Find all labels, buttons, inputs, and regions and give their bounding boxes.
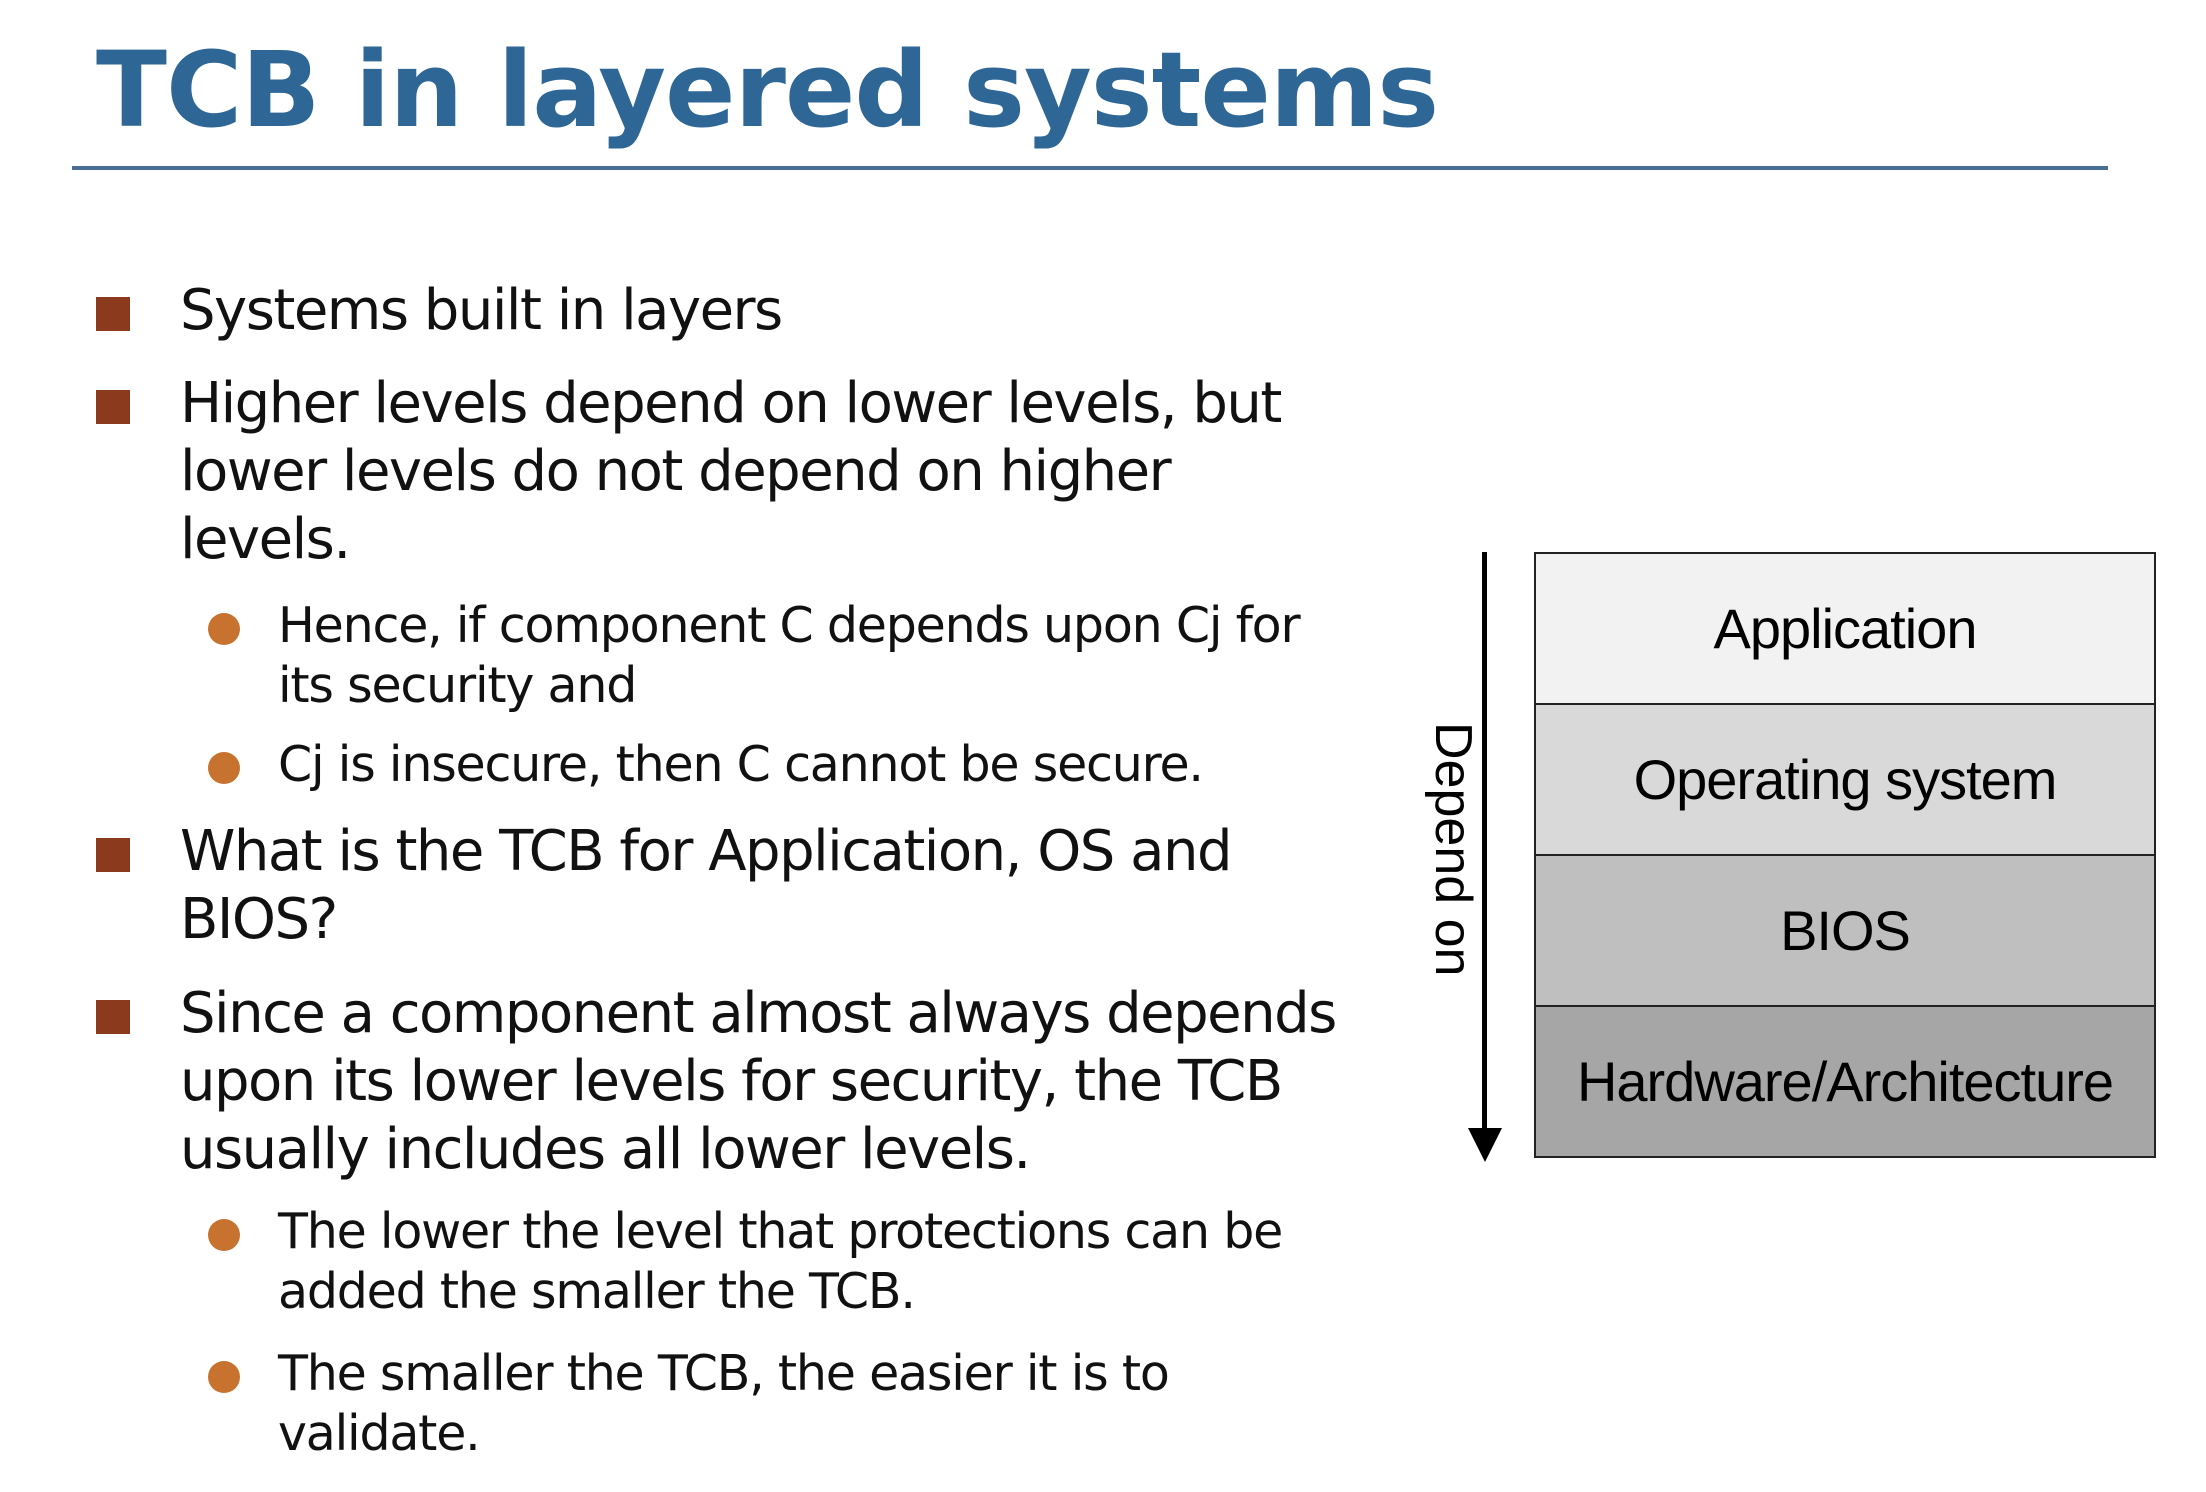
sub-bullet-item: The smaller the TCB, the easier it is to… <box>278 1344 1170 1464</box>
sub-bullet-item: The lower the level that protections can… <box>278 1202 1283 1322</box>
bullet-line: Since a component almost always depends <box>180 981 1337 1046</box>
bullet-line: The lower the level that protections can… <box>278 1203 1283 1260</box>
square-bullet-icon <box>96 1000 130 1034</box>
bullet-line: levels. <box>180 507 351 572</box>
layer-hardware-architecture: Hardware/Architecture <box>1536 1007 2154 1156</box>
circle-bullet-icon <box>208 752 240 784</box>
layer-bios: BIOS <box>1536 856 2154 1007</box>
bullet-line: its security and <box>278 657 637 714</box>
bullet-line: validate. <box>278 1405 481 1462</box>
bullet-line: Higher levels depend on lower levels, bu… <box>180 371 1282 436</box>
sub-bullet-item: Hence, if component C depends upon Cj fo… <box>278 596 1301 716</box>
slide-title: TCB in layered systems <box>96 29 1439 151</box>
title-divider <box>72 166 2108 170</box>
circle-bullet-icon <box>208 613 240 645</box>
square-bullet-icon <box>96 297 130 331</box>
bullet-item: Higher levels depend on lower levels, bu… <box>180 370 1282 574</box>
depend-on-label: Depend on <box>1424 722 1482 977</box>
bullet-item: What is the TCB for Application, OS and … <box>180 818 1233 954</box>
bullet-line: lower levels do not depend on higher <box>180 439 1172 504</box>
bullet-list: Systems built in layers Higher levels de… <box>96 277 1337 1464</box>
circle-bullet-icon <box>208 1361 240 1393</box>
bullet-line: Hence, if component C depends upon Cj fo… <box>278 597 1301 654</box>
arrow-down-icon <box>1468 1128 1502 1162</box>
layer-stack: Application Operating system BIOS Hardwa… <box>1534 552 2156 1158</box>
square-bullet-icon <box>96 838 130 872</box>
square-bullet-icon <box>96 390 130 424</box>
bullet-item: Systems built in layers <box>180 277 783 345</box>
layer-application: Application <box>1536 554 2154 705</box>
bullet-line: Systems built in layers <box>180 278 783 343</box>
bullet-item: Since a component almost always depends … <box>180 980 1337 1184</box>
circle-bullet-icon <box>208 1219 240 1251</box>
bullet-line: usually includes all lower levels. <box>180 1117 1031 1182</box>
bullet-line: added the smaller the TCB. <box>278 1263 916 1320</box>
sub-bullet-item: Cj is insecure, then C cannot be secure. <box>278 735 1204 795</box>
dependency-arrow <box>1482 552 1487 1142</box>
bullet-line: The smaller the TCB, the easier it is to <box>278 1345 1170 1402</box>
bullet-line: What is the TCB for Application, OS and <box>180 819 1233 884</box>
layer-stack-diagram: Depend on Application Operating system B… <box>1410 540 2190 1180</box>
layer-operating-system: Operating system <box>1536 705 2154 856</box>
bullet-line: Cj is insecure, then C cannot be secure. <box>278 736 1204 793</box>
bullet-line: BIOS? <box>180 887 338 952</box>
bullet-line: upon its lower levels for security, the … <box>180 1049 1283 1114</box>
